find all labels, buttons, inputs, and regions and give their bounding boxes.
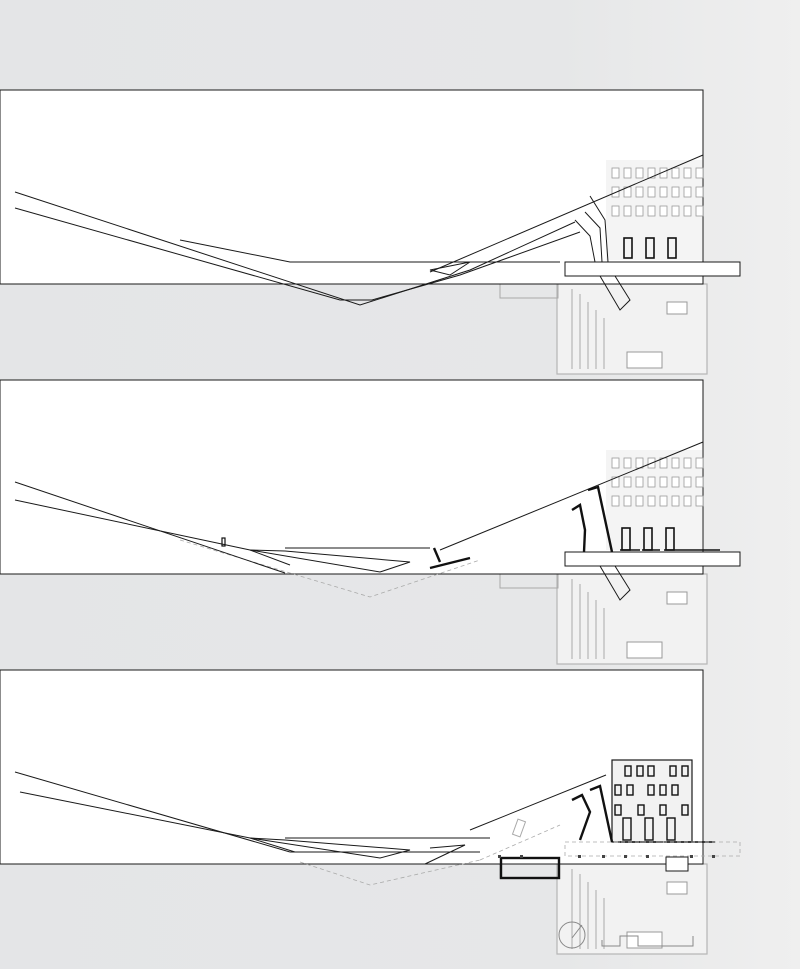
scale-bar-icon: [601, 935, 694, 947]
north-arrow-icon: [558, 921, 586, 949]
plan-level-3: [0, 669, 741, 955]
plan-level-2: [0, 379, 741, 665]
plan-level-1: [0, 89, 741, 375]
